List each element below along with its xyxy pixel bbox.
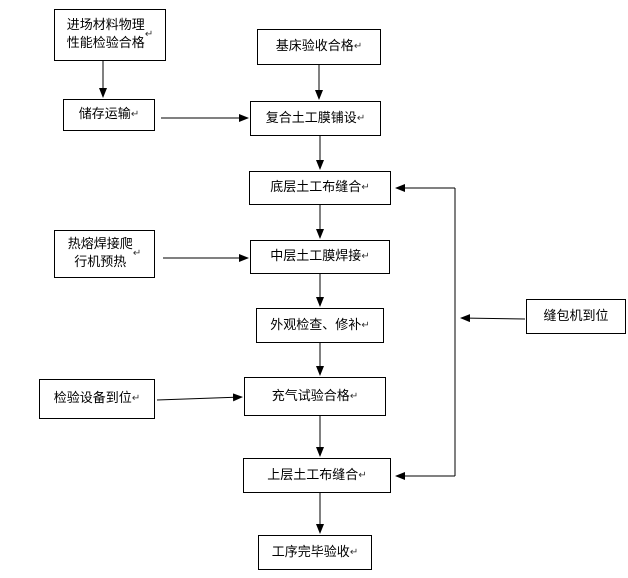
node-completion: 工序完毕验收↵ (258, 535, 372, 570)
node-inflation-test: 充气试验合格↵ (244, 377, 386, 416)
node-testing-equipment-label: 检验设备到位 (53, 391, 132, 406)
paragraph-mark: ↵ (356, 112, 366, 124)
paragraph-mark: ↵ (358, 469, 367, 481)
node-storage-transport: 储存运输↵ (63, 99, 155, 131)
node-inflation-test-label: 充气试验合格 (271, 388, 350, 404)
node-composite-geomembrane-label: 复合土工膜铺设 (265, 110, 357, 126)
node-storage-transport-label: 储存运输 (78, 107, 131, 122)
paragraph-mark: ↵ (132, 248, 142, 259)
node-base-bed: 基床验收合格↵ (257, 29, 381, 65)
node-top-geotextile-label: 上层土工布缝合 (267, 467, 359, 483)
paragraph-mark: ↵ (349, 390, 359, 402)
node-incoming-material: 进场材料物理 性能检验合格↵ (54, 9, 166, 61)
paragraph-mark: ↵ (361, 319, 370, 331)
node-hot-melt-welder: 热熔焊接爬 行机预热↵ (54, 230, 155, 278)
node-sewing-machine-label: 缝包机到位 (543, 308, 609, 324)
paragraph-mark: ↵ (361, 251, 370, 262)
paragraph-mark: ↵ (361, 182, 370, 193)
node-middle-geomembrane-label: 中层土工膜焊接 (270, 249, 362, 264)
node-middle-geomembrane: 中层土工膜焊接↵ (250, 240, 390, 274)
node-testing-equipment: 检验设备到位↵ (39, 379, 155, 419)
node-incoming-material-label: 进场材料物理 性能检验合格 (66, 18, 145, 51)
arrow-equipment-to-inflation (156, 393, 243, 402)
node-base-bed-label: 基床验收合格 (275, 39, 354, 54)
paragraph-mark: ↵ (349, 546, 359, 558)
arrow-sewing-to-loop (460, 314, 526, 323)
paragraph-mark: ↵ (130, 109, 140, 120)
node-top-geotextile: 上层土工布缝合↵ (243, 458, 391, 493)
node-sewing-machine: 缝包机到位 (526, 299, 626, 334)
node-appearance-check-label: 外观检查、修补 (270, 317, 362, 333)
node-appearance-check: 外观检查、修补↵ (256, 308, 384, 343)
node-bottom-geotextile-label: 底层土工布缝合 (270, 180, 362, 195)
paragraph-mark: ↵ (144, 29, 154, 40)
paragraph-mark: ↵ (353, 41, 363, 52)
node-composite-geomembrane: 复合土工膜铺设↵ (250, 101, 381, 136)
node-bottom-geotextile: 底层土工布缝合↵ (249, 171, 391, 205)
node-hot-melt-welder-label: 热熔焊接爬 行机预热 (67, 237, 133, 270)
node-completion-label: 工序完毕验收 (271, 544, 350, 560)
paragraph-mark: ↵ (131, 393, 141, 404)
